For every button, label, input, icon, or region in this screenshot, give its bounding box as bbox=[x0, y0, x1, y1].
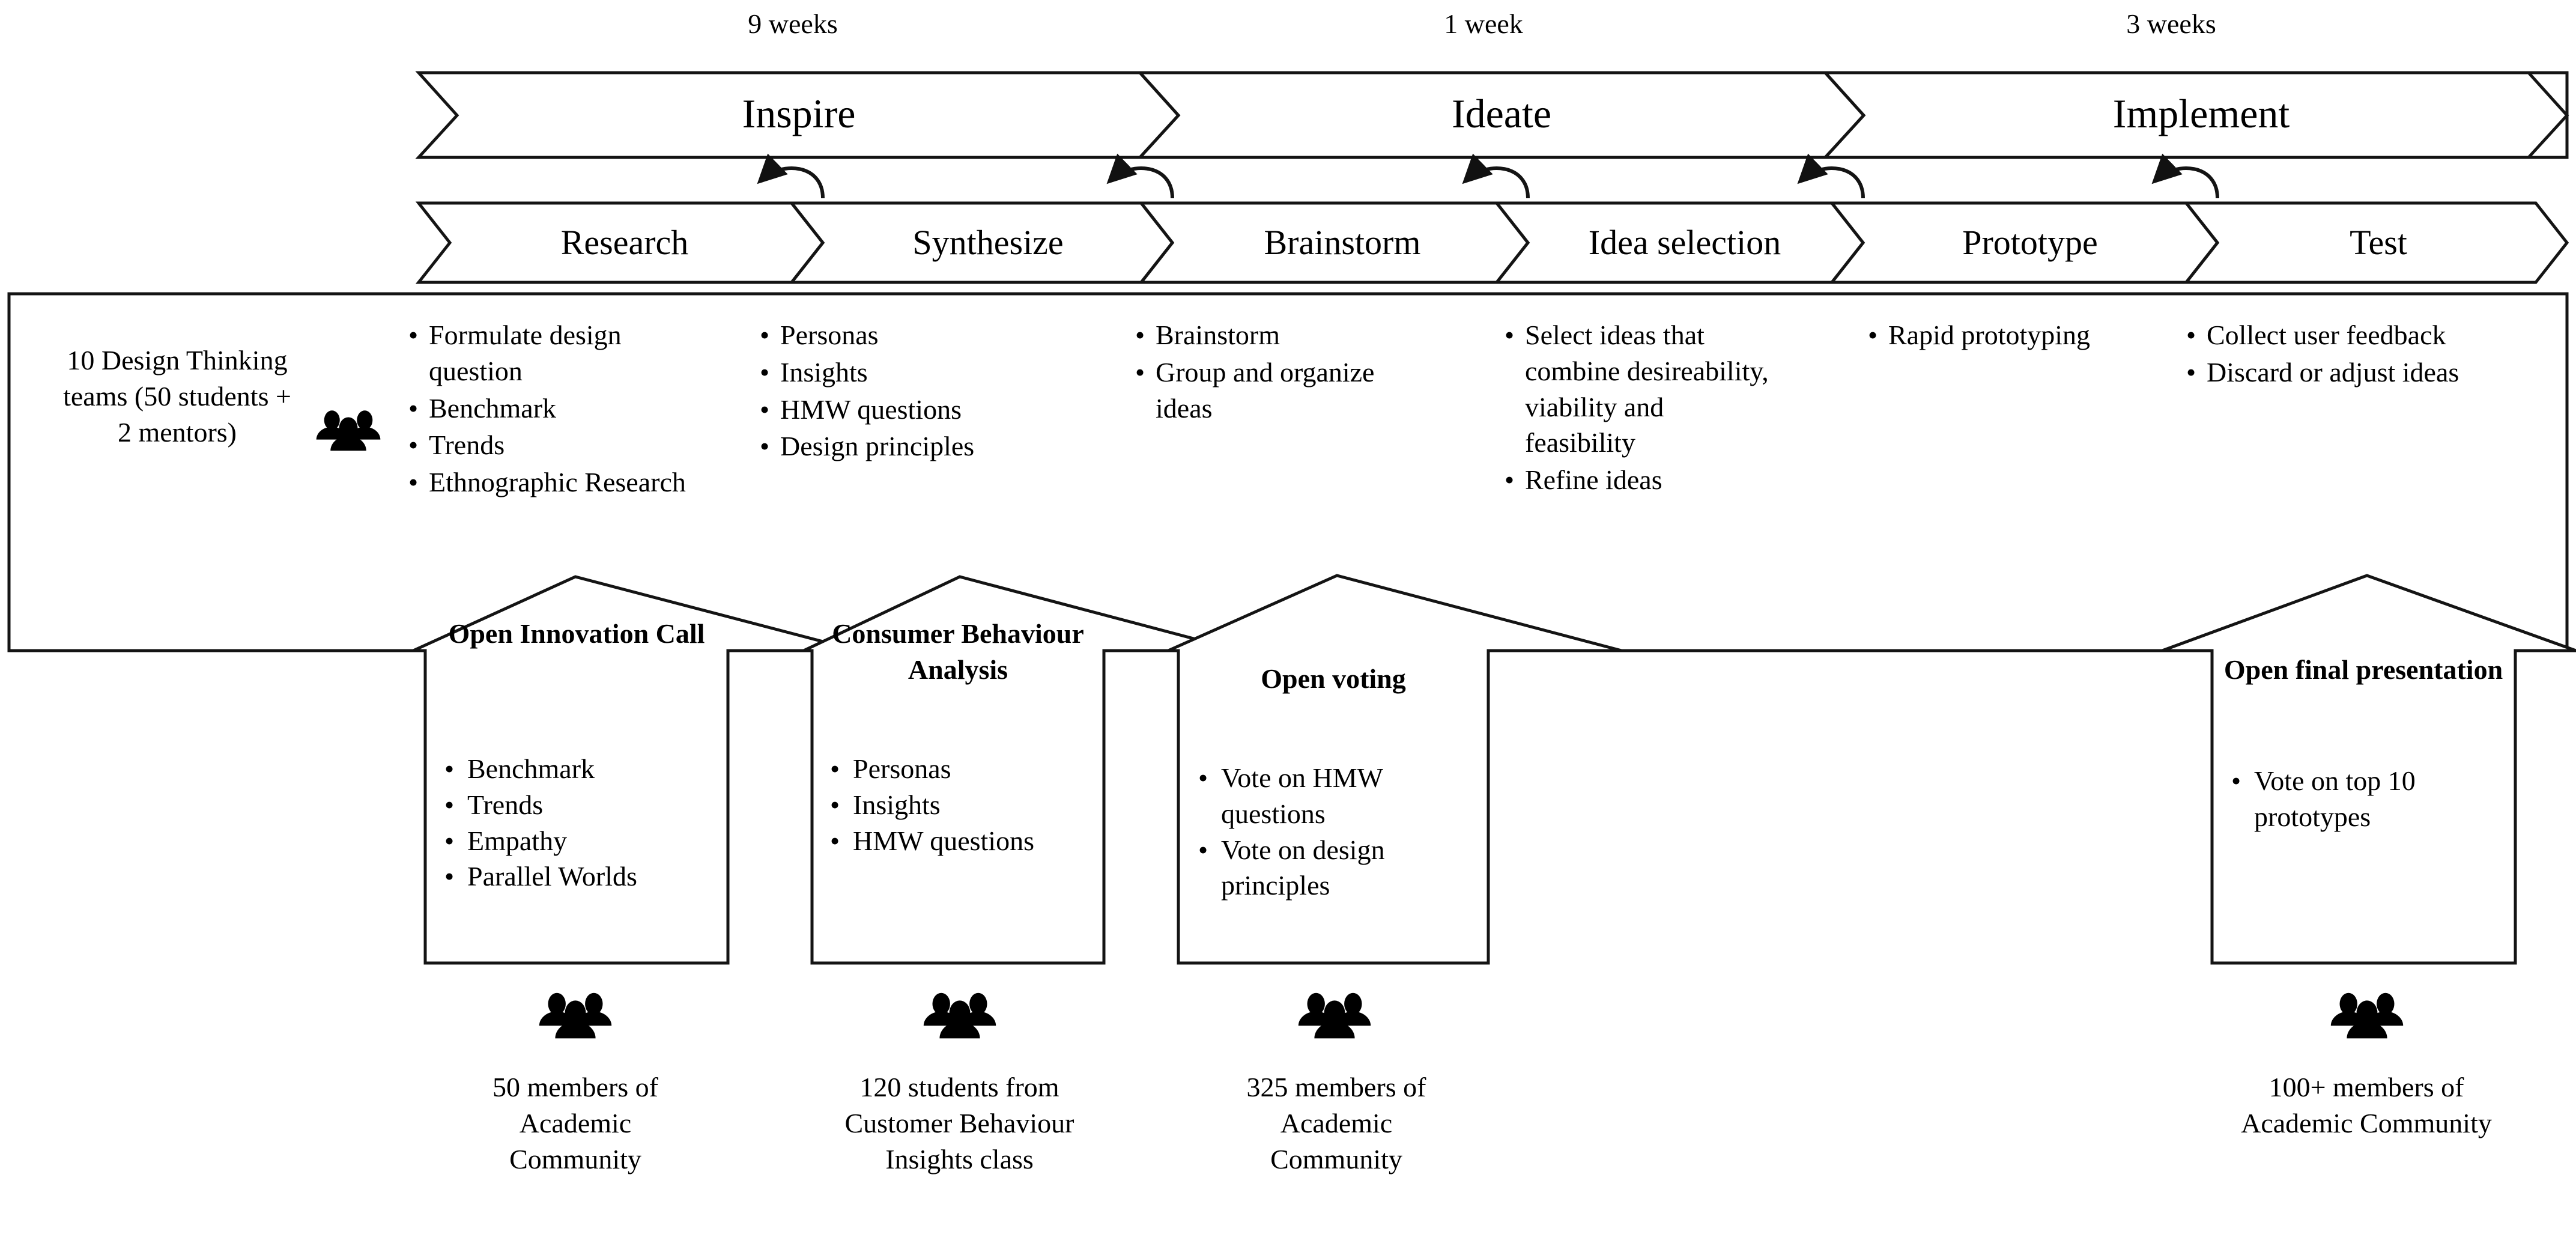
bullet-glyph: • bbox=[1505, 320, 1515, 350]
activity-column-prototype: • Rapid prototyping bbox=[1868, 317, 2168, 354]
people-group-icon-callout-2 bbox=[923, 992, 996, 1039]
callout-list-open-innovation-call: • Benchmark • Trends • Empathy • Parallel Wo… bbox=[444, 751, 721, 895]
callout-item: HMW questions bbox=[853, 825, 1034, 856]
bullet-glyph: • bbox=[1868, 320, 1878, 350]
bullet-glyph: • bbox=[1505, 464, 1515, 496]
callout-item: Empathy bbox=[467, 825, 568, 856]
loop-arrow-5 bbox=[2151, 153, 2219, 199]
callout-caption-open-voting: 325 members of Academic Community bbox=[1246, 1072, 1426, 1175]
bullet-glyph: • bbox=[1135, 320, 1145, 350]
activity-item: Rapid prototyping bbox=[1888, 320, 2091, 350]
loop-arrow-3 bbox=[1462, 153, 1530, 199]
callout-shape-open-voting bbox=[1167, 574, 1622, 965]
people-group-icon-callout-3 bbox=[1298, 992, 1371, 1039]
bullet-glyph: • bbox=[830, 789, 840, 820]
step-chevron-test bbox=[2183, 201, 2569, 284]
activity-item: Benchmark bbox=[429, 392, 557, 424]
activity-column-synthesize: • Personas • Insights • HMW questions • Desi… bbox=[760, 317, 1072, 466]
callout-item: Insights bbox=[853, 789, 941, 820]
bullet-glyph: • bbox=[444, 789, 455, 820]
activity-item: Formulate design question bbox=[429, 320, 622, 386]
callout-item: Benchmark bbox=[467, 753, 595, 784]
people-group-icon-callout-4 bbox=[2330, 992, 2404, 1039]
bullet-glyph: • bbox=[760, 394, 770, 425]
team-label: 10 Design Thinking teams (50 students + … bbox=[63, 345, 291, 448]
activity-item: Personas bbox=[780, 320, 879, 350]
phase-label-implement[interactable]: Implement bbox=[2112, 91, 2290, 136]
activity-item: Group and organize ideas bbox=[1156, 356, 1375, 424]
callout-list-consumer-behaviour-analysis: • Personas • Insights • HMW questions bbox=[830, 751, 1094, 858]
activity-item: Collect user feedback bbox=[2207, 320, 2446, 350]
activity-column-test: • Collect user feedback • Discard or adjus… bbox=[2186, 317, 2474, 392]
callout-item: Vote on design principles bbox=[1221, 834, 1385, 901]
activity-column-idea-selection: • Select ideas that combine desireability… bbox=[1505, 317, 1781, 499]
bullet-glyph: • bbox=[444, 753, 455, 784]
callout-caption-open-innovation-call: 50 members of Academic Community bbox=[492, 1072, 658, 1175]
bullet-glyph: • bbox=[444, 861, 455, 892]
callout-caption-open-final-presentation: 100+ members of Academic Community bbox=[2241, 1072, 2492, 1138]
people-group-icon-callout-1 bbox=[539, 992, 612, 1039]
step-label-synthesize[interactable]: Synthesize bbox=[912, 223, 1064, 262]
duration-label-ideate: 1 week bbox=[1444, 8, 1523, 39]
callout-shape-open-innovation-call bbox=[412, 575, 858, 965]
bullet-glyph: • bbox=[830, 825, 840, 856]
step-label-brainstorm[interactable]: Brainstorm bbox=[1264, 223, 1421, 262]
callout-item: Vote on HMW questions bbox=[1221, 762, 1383, 829]
duration-label-implement: 3 weeks bbox=[2126, 8, 2216, 39]
activity-item: Ethnographic Research bbox=[429, 467, 686, 498]
bullet-glyph: • bbox=[2186, 320, 2196, 350]
step-label-idea-selection[interactable]: Idea selection bbox=[1588, 223, 1781, 262]
bullet-glyph: • bbox=[2186, 356, 2196, 387]
people-group-icon-team bbox=[316, 410, 381, 451]
callout-item: Parallel Worlds bbox=[467, 861, 637, 892]
bullet-glyph: • bbox=[408, 320, 419, 350]
callout-item: Personas bbox=[853, 753, 951, 784]
step-label-research[interactable]: Research bbox=[560, 223, 689, 262]
activity-item: Refine ideas bbox=[1525, 464, 1662, 496]
bullet-glyph: • bbox=[1135, 356, 1145, 387]
bullet-glyph: • bbox=[760, 431, 770, 462]
activity-item: Select ideas that combine desireability,… bbox=[1525, 320, 1769, 458]
bullet-glyph: • bbox=[2231, 765, 2241, 796]
bullet-glyph: • bbox=[830, 753, 840, 784]
bullet-glyph: • bbox=[408, 430, 419, 461]
callout-list-open-final-presentation: • Vote on top 10 prototypes bbox=[2231, 763, 2508, 835]
activity-item: Insights bbox=[780, 356, 868, 387]
activity-column-brainstorm: • Brainstorm • Group and organize ideas bbox=[1135, 317, 1399, 427]
activity-item: Design principles bbox=[780, 431, 975, 462]
activity-column-research: • Formulate design question • Benchmark • T… bbox=[408, 317, 703, 502]
activity-item: Trends bbox=[429, 430, 505, 461]
bullet-glyph: • bbox=[760, 320, 770, 350]
step-label-prototype[interactable]: Prototype bbox=[1962, 223, 2098, 262]
bullet-glyph: • bbox=[408, 467, 419, 498]
loop-arrow-4 bbox=[1797, 153, 1865, 199]
bullet-glyph: • bbox=[408, 392, 419, 424]
step-label-test[interactable]: Test bbox=[2350, 223, 2407, 262]
activity-item: HMW questions bbox=[780, 394, 962, 425]
phase-label-inspire[interactable]: Inspire bbox=[742, 91, 856, 136]
callout-title-open-voting: Open voting bbox=[1261, 663, 1406, 694]
loop-arrow-2 bbox=[1106, 153, 1174, 199]
phase-chevron-implement-body bbox=[1822, 71, 2569, 159]
bullet-glyph: • bbox=[1198, 762, 1208, 793]
loop-arrow-group bbox=[757, 153, 2219, 199]
callout-title-consumer-behaviour-analysis: Consumer Behaviour Analysis bbox=[832, 618, 1084, 685]
bullet-glyph: • bbox=[760, 356, 770, 387]
duration-label-inspire: 9 weeks bbox=[748, 8, 838, 39]
callout-title-open-innovation-call: Open Innovation Call bbox=[448, 618, 705, 649]
phase-label-ideate[interactable]: Ideate bbox=[1451, 91, 1552, 136]
callout-item: Trends bbox=[467, 789, 544, 820]
callout-title-open-final-presentation: Open final presentation bbox=[2223, 654, 2503, 685]
callout-shape-open-final-presentation bbox=[2162, 574, 2576, 965]
loop-arrow-1 bbox=[757, 153, 825, 199]
callout-caption-consumer-behaviour-analysis: 120 students from Customer Behaviour Ins… bbox=[844, 1072, 1074, 1175]
activity-item: Discard or adjust ideas bbox=[2207, 356, 2459, 387]
callout-list-open-voting: • Vote on HMW questions • Vote on design p… bbox=[1198, 760, 1480, 904]
bullet-glyph: • bbox=[444, 825, 455, 856]
activity-item: Brainstorm bbox=[1156, 320, 1280, 350]
bullet-glyph: • bbox=[1198, 834, 1208, 865]
callout-item: Vote on top 10 prototypes bbox=[2254, 765, 2416, 832]
phase-chevron-implement-tip bbox=[2527, 71, 2569, 159]
